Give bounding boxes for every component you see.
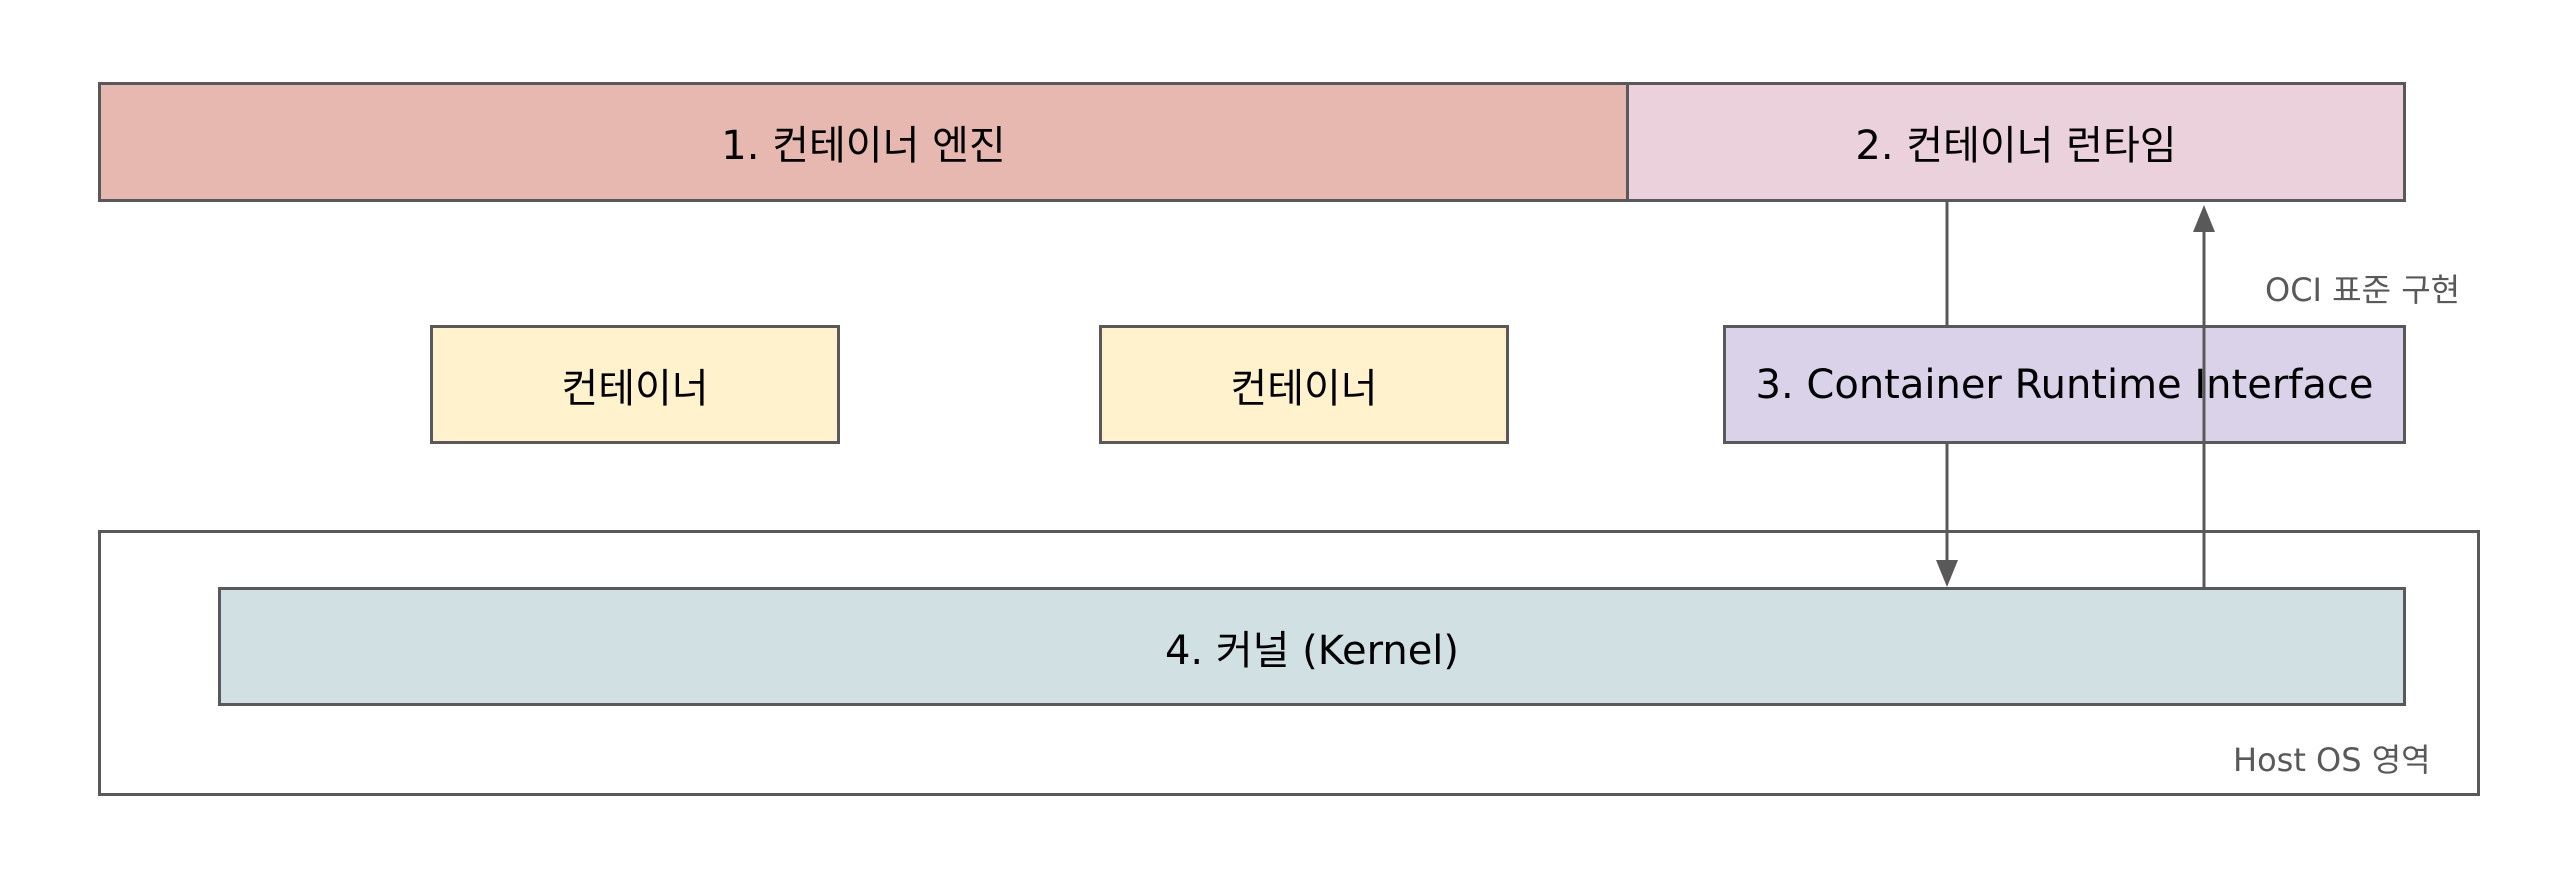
host-os-caption: Host OS 영역 (2233, 741, 2431, 779)
cri-to-kernel-arrowhead (1936, 560, 1958, 587)
container-box-1: 컨테이너 (430, 325, 840, 444)
container-engine-box: 1. 컨테이너 엔진 (98, 82, 1629, 202)
container-box-2: 컨테이너 (1099, 325, 1509, 444)
kernel-label: 4. 커널 (Kernel) (1164, 627, 1460, 674)
container-runtime-label: 2. 컨테이너 런타임 (1855, 123, 2177, 169)
container-label-2: 컨테이너 (1230, 365, 1378, 412)
container-label-1: 컨테이너 (561, 365, 709, 412)
kernel-to-runtime-arrowhead (2193, 205, 2215, 232)
cri-box: 3. Container Runtime Interface (1723, 325, 2406, 444)
kernel-box: 4. 커널 (Kernel) (218, 587, 2406, 706)
container-engine-label: 1. 컨테이너 엔진 (721, 123, 1006, 169)
cri-label: 3. Container Runtime Interface (1755, 361, 2374, 408)
oci-standard-caption: OCI 표준 구현 (2265, 271, 2461, 309)
container-runtime-box: 2. 컨테이너 런타임 (1626, 82, 2406, 202)
